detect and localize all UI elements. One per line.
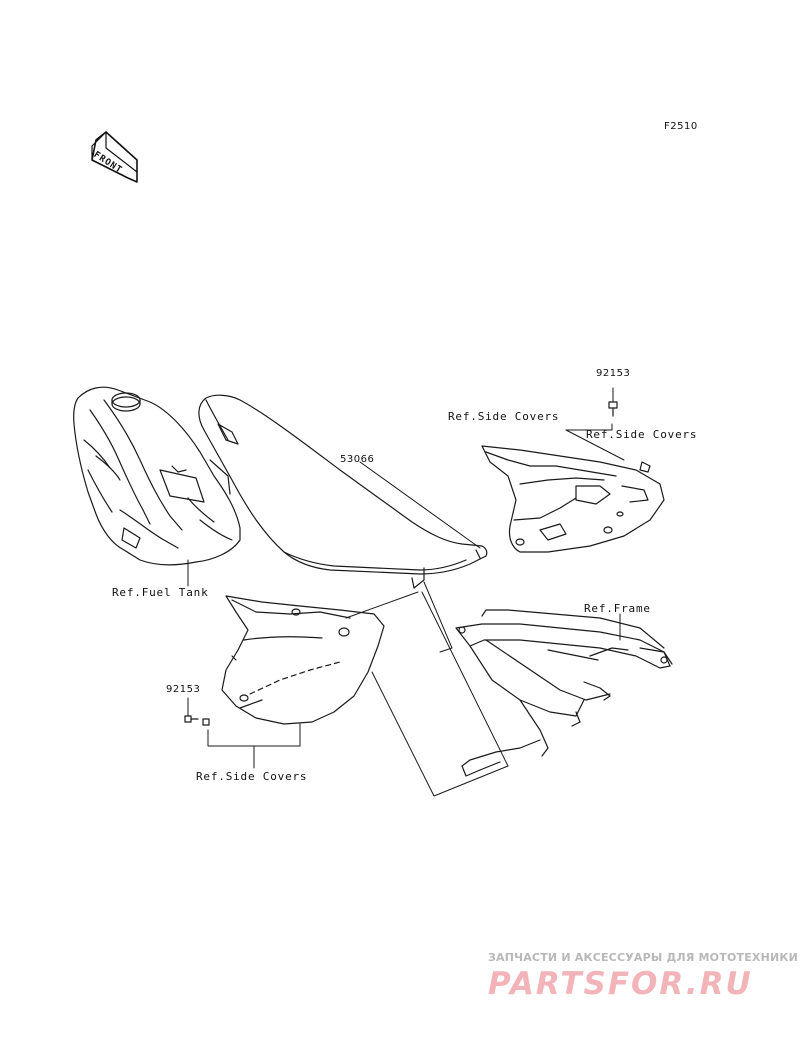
ref-fuel-tank[interactable]: Ref.Fuel Tank [112, 586, 209, 599]
ref-side-covers-top-b[interactable]: Ref.Side Covers [586, 428, 698, 441]
right-side-cover-drawing [481, 445, 665, 553]
ref-side-covers-bottom[interactable]: Ref.Side Covers [196, 770, 308, 783]
bolt-top-icon [608, 401, 618, 417]
bolt-bottom-icon [184, 715, 210, 726]
fuel-tank-drawing [73, 386, 241, 566]
subframe-drawing [455, 609, 673, 777]
ref-frame[interactable]: Ref.Frame [584, 602, 651, 615]
front-arrow-icon [91, 131, 138, 183]
seat-drawing [198, 394, 488, 589]
left-side-cover-drawing [221, 595, 385, 725]
watermark-tagline: ЗАПЧАСТИ И АКСЕССУАРЫ ДЛЯ МОТОТЕХНИКИ [488, 951, 798, 964]
figure-code: F2510 [664, 121, 698, 132]
part-number-92153-bottom[interactable]: 92153 [166, 684, 201, 695]
part-number-53066[interactable]: 53066 [340, 454, 375, 465]
part-number-92153-top[interactable]: 92153 [596, 368, 631, 379]
watermark-brand: PARTSFOR.RU [488, 966, 753, 1002]
ref-side-covers-top-a[interactable]: Ref.Side Covers [448, 410, 560, 423]
